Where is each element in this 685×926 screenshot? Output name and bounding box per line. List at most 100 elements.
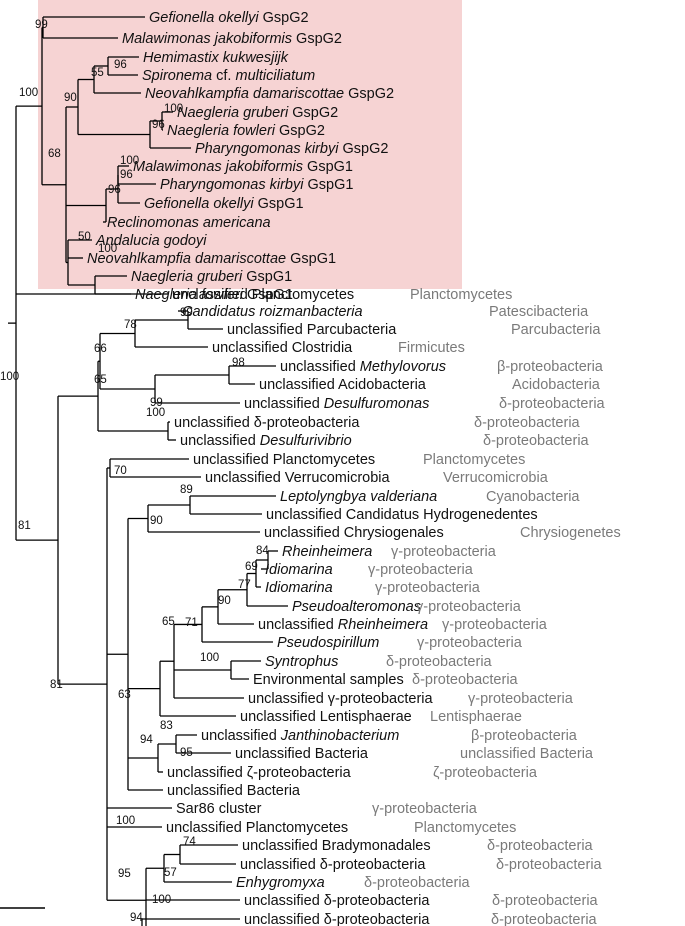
leaf-label-part: GspG1 bbox=[303, 159, 353, 175]
leaf-label-part: Naegleria gruberi bbox=[177, 105, 289, 121]
support-values: 9996551009690100969610050681009978989966… bbox=[0, 19, 269, 924]
group-label-L41: β-proteobacteria bbox=[471, 728, 578, 744]
support-value-Q1: 74 bbox=[183, 836, 196, 848]
support-value-P3: 90 bbox=[150, 515, 163, 527]
group-label-L19: Parcubacteria bbox=[511, 322, 601, 338]
support-value-P13: 94 bbox=[140, 734, 153, 746]
leaf-label-part: GspG2 bbox=[259, 10, 309, 26]
tree-branches bbox=[8, 16, 288, 926]
group-label-L23: δ-proteobacteria bbox=[499, 396, 606, 412]
leaf-label-part: Environmental samples bbox=[253, 672, 404, 688]
leaf-label-part: unclassified Parcubacteria bbox=[227, 322, 397, 338]
support-value-N10: 100 bbox=[98, 243, 117, 255]
group-label-L40: Lentisphaerae bbox=[430, 709, 522, 725]
support-value-M3: 98 bbox=[232, 357, 245, 369]
leaf-label-part: Pseudoalteromonas bbox=[292, 599, 421, 615]
support-value-Q2: 57 bbox=[164, 867, 177, 879]
leaf-label-part: Candidatus roizmanbacteria bbox=[182, 304, 363, 320]
leaf-label-part: Naegleria fowleri bbox=[135, 287, 244, 303]
leaf-label-part: Rheinheimera bbox=[282, 544, 372, 560]
leaf-label-L13: Andalucia godoyi bbox=[95, 233, 207, 249]
leaf-label-part: unclassified Bacteria bbox=[235, 746, 369, 762]
support-value-P12: 95 bbox=[180, 747, 193, 759]
leaf-label-part: Spironema bbox=[142, 68, 212, 84]
support-value-N9: 96 bbox=[108, 184, 121, 196]
group-label-L35: γ-proteobacteria bbox=[442, 617, 548, 633]
group-label-L37: δ-proteobacteria bbox=[386, 654, 493, 670]
group-label-L24: δ-proteobacteria bbox=[474, 415, 581, 431]
group-label-L18: Patescibacteria bbox=[489, 304, 589, 320]
leaf-label-L37: Syntrophus bbox=[265, 654, 338, 670]
leaf-label-part: Leptolyngbya valderiana bbox=[280, 489, 437, 505]
group-label-L21: β-proteobacteria bbox=[497, 359, 604, 375]
leaf-label-L44: unclassified Bacteria bbox=[167, 783, 301, 799]
leaf-label-part: unclassified Bradymonadales bbox=[242, 838, 431, 854]
support-value-P2: 89 bbox=[180, 484, 193, 496]
leaf-label-part: unclassified bbox=[258, 617, 338, 633]
leaf-label-part: Methylovorus bbox=[360, 359, 446, 375]
leaf-label-part: Janthinobacterium bbox=[280, 728, 400, 744]
leaf-label-part: Pharyngomonas kirbyi bbox=[160, 177, 304, 193]
leaf-label-part: Malawimonas jakobiformis bbox=[122, 31, 292, 47]
group-label-L48: δ-proteobacteria bbox=[496, 857, 603, 873]
leaf-label-L46: unclassified Planctomycetes bbox=[166, 820, 348, 836]
leaf-label-L30: unclassified Chrysiogenales bbox=[264, 525, 444, 541]
leaf-label-part: unclassified bbox=[280, 359, 360, 375]
leaf-label-L2: Malawimonas jakobiformis GspG2 bbox=[122, 31, 342, 47]
leaf-label-part: Pharyngomonas kirbyi bbox=[195, 141, 339, 157]
leaf-label-L35: unclassified Rheinheimera bbox=[258, 617, 428, 633]
support-value-P11: 83 bbox=[160, 720, 173, 732]
support-value-M5: 66 bbox=[94, 343, 107, 355]
leaf-label-L8: Pharyngomonas kirbyi GspG2 bbox=[195, 141, 388, 157]
leaf-label-L15: Naegleria gruberi GspG1 bbox=[131, 269, 292, 285]
support-value-P5: 69 bbox=[245, 561, 258, 573]
support-value-N6: 90 bbox=[64, 92, 77, 104]
leaf-label-part: Sar86 cluster bbox=[176, 801, 262, 817]
leaf-label-part: GspG1 bbox=[303, 177, 353, 193]
leaf-label-part: unclassified δ-proteobacteria bbox=[244, 893, 430, 909]
leaf-label-L4: Spironema cf. multiciliatum bbox=[142, 68, 315, 84]
leaf-label-part: unclassified Acidobacteria bbox=[259, 377, 427, 393]
leaf-label-L47: unclassified Bradymonadales bbox=[242, 838, 431, 854]
leaf-label-part: Idiomarina bbox=[265, 562, 333, 578]
leaf-label-part: unclassified Chrysiogenales bbox=[264, 525, 444, 541]
leaf-label-L16: Naegleria fowleri GspG1 bbox=[135, 287, 293, 303]
leaf-label-part: unclassified bbox=[201, 728, 281, 744]
leaf-label-part: unclassified bbox=[180, 433, 260, 449]
leaf-label-L42: unclassified Bacteria bbox=[235, 746, 369, 762]
leaf-label-L31: Rheinheimera bbox=[282, 544, 372, 560]
support-value-P7: 90 bbox=[218, 595, 231, 607]
leaf-label-part: unclassified Verrucomicrobia bbox=[205, 470, 390, 486]
support-value-M1: 99 bbox=[180, 307, 193, 319]
eukaryote-highlight-band bbox=[38, 0, 462, 289]
group-label-L49: δ-proteobacteria bbox=[364, 875, 471, 891]
group-label-L22: Acidobacteria bbox=[512, 377, 601, 393]
leaf-label-part: Gefionella okellyi bbox=[144, 196, 254, 212]
leaf-label-part: unclassified Planctomycetes bbox=[166, 820, 348, 836]
leaf-label-part: Reclinomonas americana bbox=[107, 215, 271, 231]
leaf-label-part: unclassified bbox=[244, 396, 324, 412]
leaf-label-part: Andalucia godoyi bbox=[95, 233, 207, 249]
leaf-label-L1: Gefionella okellyi GspG2 bbox=[149, 10, 309, 26]
leaf-label-L7: Naegleria fowleri GspG2 bbox=[167, 123, 325, 139]
support-value-P10: 65 bbox=[162, 616, 175, 628]
leaf-label-part: Enhygromyxa bbox=[236, 875, 325, 891]
support-value-P6: 77 bbox=[238, 579, 251, 591]
support-value-ROOT: 100 bbox=[0, 371, 19, 383]
group-label-L39: γ-proteobacteria bbox=[468, 691, 574, 707]
leaf-label-part: Naegleria gruberi bbox=[131, 269, 243, 285]
leaf-label-L34: Pseudoalteromonas bbox=[292, 599, 421, 615]
leaf-label-L10: Pharyngomonas kirbyi GspG1 bbox=[160, 177, 353, 193]
leaf-label-L38: Environmental samples bbox=[253, 672, 404, 688]
group-label-L32: γ-proteobacteria bbox=[368, 562, 474, 578]
leaf-label-L14: Neovahlkampfia damariscottae GspG1 bbox=[87, 251, 336, 267]
leaf-label-L3: Hemimastix kukwesjijk bbox=[143, 50, 289, 66]
leaf-label-part: unclassified Bacteria bbox=[167, 783, 301, 799]
leaf-label-L43: unclassified ζ-proteobacteria bbox=[167, 765, 352, 781]
leaf-label-part: GspG1 bbox=[254, 196, 304, 212]
support-value-N1: 99 bbox=[35, 19, 48, 31]
group-label-L25: δ-proteobacteria bbox=[483, 433, 590, 449]
leaf-label-L29: unclassified Candidatus Hydrogenedentes bbox=[266, 507, 538, 523]
support-value-N12: 68 bbox=[48, 148, 61, 160]
leaf-label-L40: unclassified Lentisphaerae bbox=[240, 709, 412, 725]
